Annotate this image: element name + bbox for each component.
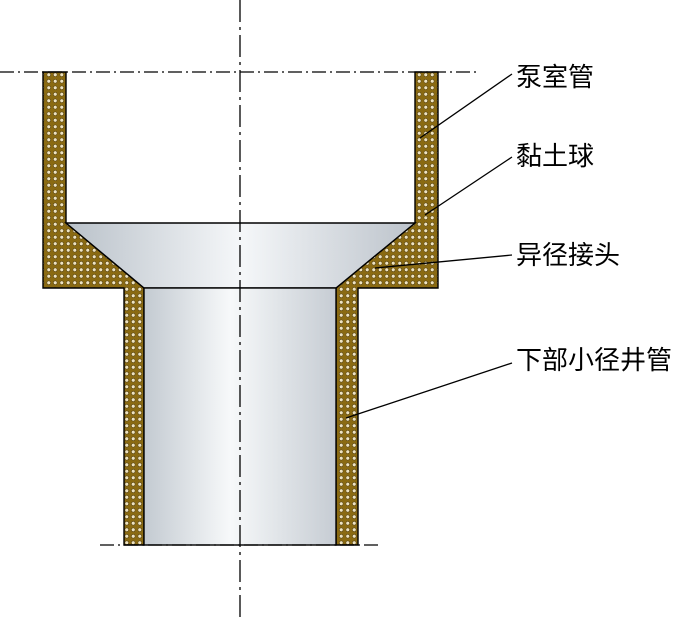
- clay-ball-right: [335, 71, 439, 546]
- label-pump-chamber-pipe: 泵室管: [516, 63, 595, 93]
- clay-ball-left: [42, 71, 145, 546]
- label-reducer-joint: 异径接头: [516, 241, 621, 271]
- label-lower-small-well-pipe: 下部小径井管: [516, 346, 673, 376]
- leader-line-clay-ball: [424, 156, 513, 216]
- label-clay-ball: 黏土球: [516, 142, 595, 172]
- leader-line-reducer-joint: [374, 254, 513, 269]
- leader-line-lower-small-well-pipe: [345, 362, 513, 419]
- leader-line-pump-chamber-pipe: [419, 73, 513, 139]
